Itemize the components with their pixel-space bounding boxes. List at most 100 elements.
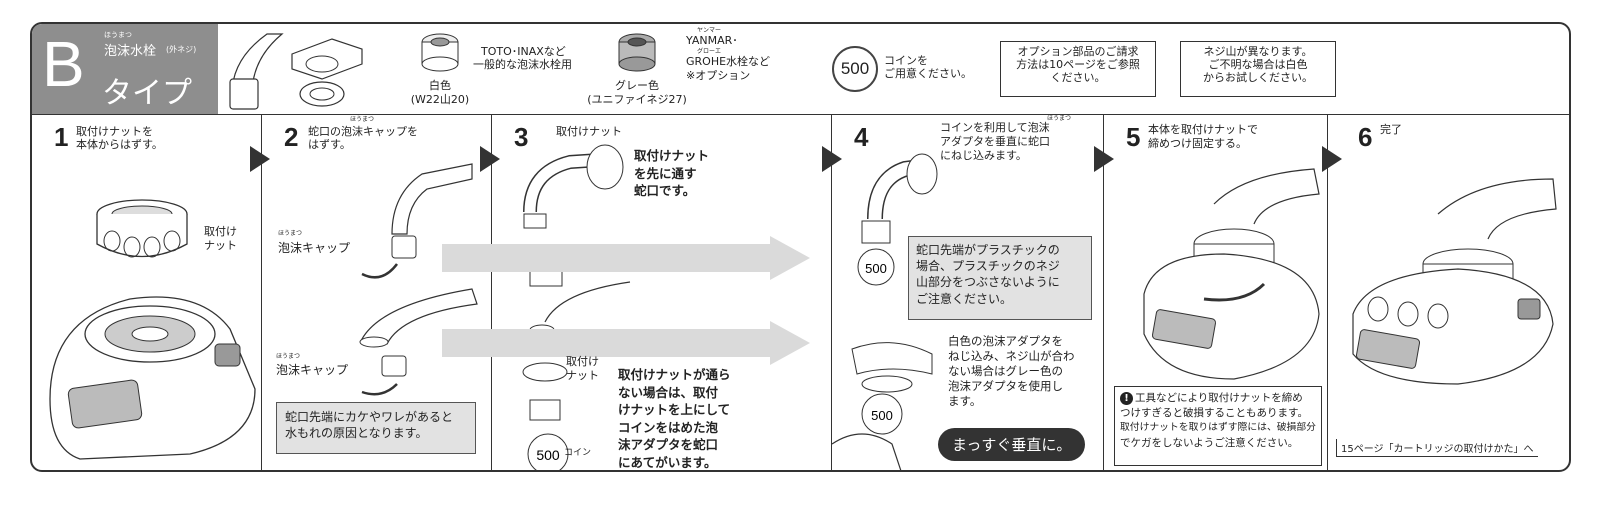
- step-4-text2: 白色の泡沫アダプタを ねじ込み、ネジ山が合わ ない場合はグレー色の 泡沫アダプタ…: [948, 334, 1075, 409]
- step-4-number: 4: [854, 122, 869, 152]
- bold-line: 蛇口です。: [634, 183, 696, 198]
- gray-line2: GROHE水栓など: [686, 55, 771, 68]
- text-line: 白色の泡沫アダプタを: [948, 334, 1063, 348]
- bold-line: ない場合は、取付: [618, 384, 719, 400]
- step-4-text: にねじ込みます。: [940, 149, 1027, 162]
- coin-value: 500: [840, 59, 870, 78]
- step-arrow-5: [1322, 146, 1342, 172]
- gray-ruby1: ヤンマー: [697, 27, 722, 34]
- thread-box-line: からお試しください。: [1203, 71, 1313, 85]
- white-use-line2: 一般的な泡沫水栓用: [473, 58, 572, 71]
- coin-text-line1: コインを: [884, 54, 928, 67]
- bold-line: 沫アダプタを蛇口: [618, 437, 719, 452]
- faucet-parts-illustration: [229, 33, 363, 110]
- step-5-text: 締めつけ固定する。: [1148, 137, 1247, 150]
- step-3-label: ナット: [566, 369, 599, 382]
- gray-color-label: グレー色: [615, 79, 659, 92]
- white-use-line1: TOTO･INAXなど: [481, 45, 566, 58]
- step-6-panel: 6 完了 15ページ「カートリッジの取付けかた」へ: [1328, 114, 1569, 470]
- step-2-ruby: ほうまつ: [350, 116, 375, 123]
- step-arrow-1: [250, 146, 270, 172]
- note-line: 水もれの原因となります。: [285, 426, 428, 441]
- step-arrow-2: [480, 146, 500, 172]
- step-6-text: 完了: [1380, 123, 1402, 136]
- coin-label: コイン: [564, 448, 592, 458]
- step-3-title: 取付けナット: [556, 125, 622, 138]
- text-line: 泡沫アダプタを使用し: [948, 378, 1063, 393]
- note-line: 蛇口先端がプラスチックの: [916, 243, 1060, 257]
- hand-coin-illustration: 500: [831, 342, 933, 470]
- faucet-name: 泡沫水栓: [104, 44, 157, 59]
- step-arrow-3: [822, 146, 842, 172]
- header-row: B ほうまつ 泡沫水栓 (外ネジ) タイプ 白色 (W22山20) TOTO･I…: [32, 24, 1569, 115]
- faucet-cap-illustration-1: [361, 163, 473, 279]
- note-line: 蛇口先端にカケやワレがあると: [285, 410, 454, 424]
- step-1-text: 取付けナットを: [76, 125, 153, 138]
- type-badge: B ほうまつ 泡沫水栓 (外ネジ) タイプ: [32, 24, 218, 114]
- step-1-number: 1: [54, 122, 69, 152]
- step-1-label: 取付け: [204, 225, 237, 238]
- text-line: ねじ込み、ネジ山が合わ: [948, 348, 1075, 363]
- bold-line: にあてがいます。: [618, 454, 717, 470]
- gray-size-label: (ユニファイネジ27): [587, 93, 687, 106]
- cap-ruby: ほうまつ: [276, 353, 301, 360]
- step-2-panel: 2 ほうまつ 蛇口の泡沫キャップを はずす。 ほうまつ 泡沫キャップ ほうまつ …: [262, 114, 492, 470]
- step-arrow-4: [1094, 146, 1114, 172]
- gray-adapter-icon: [618, 33, 656, 72]
- tighten-illustration: [1143, 168, 1320, 380]
- step-1-label: ナット: [204, 239, 237, 252]
- step-2-text: 蛇口の泡沫キャップを: [308, 125, 418, 138]
- white-color-label: 白色: [429, 79, 451, 92]
- type-word: タイプ: [102, 76, 192, 111]
- instruction-panel: B ほうまつ 泡沫水栓 (外ネジ) タイプ 白色 (W22山20) TOTO･I…: [30, 22, 1571, 472]
- cap-label: 泡沫キャップ: [278, 241, 351, 255]
- svg-text:500: 500: [865, 261, 887, 276]
- step-3-bold-1: 取付けナット を先に通す 蛇口です。: [634, 147, 709, 200]
- step-1-text: 本体からはずす。: [76, 138, 163, 151]
- coin-icon: 500: [832, 46, 878, 92]
- white-size-label: (W22山20): [410, 93, 470, 106]
- text-line: ない場合はグレー色の: [948, 363, 1063, 378]
- step-4-text: アダプタを垂直に蛇口: [940, 135, 1050, 148]
- option-parts-box: オプション部品のご請求 方法は10ページをご参照 ください。: [1000, 41, 1156, 97]
- step-3-panel: 3 取付けナット 500 取付けナット を先に通す 蛇口です。 取付け ナット …: [442, 114, 832, 470]
- gray-ruby2: グローエ: [697, 48, 722, 55]
- step-1-panel: 1 取付けナットを 本体からはずす。 取付け ナット: [32, 114, 262, 470]
- svg-text:500: 500: [536, 447, 560, 463]
- step-6-number: 6: [1358, 122, 1373, 152]
- warning-line: 取付けナットを取りはずす際には、破損部分: [1120, 422, 1316, 434]
- option-box-line: ください。: [1050, 71, 1106, 85]
- step-4-text: コインを利用して泡沫: [940, 121, 1050, 134]
- faucet-sub: (外ネジ): [166, 45, 197, 54]
- step-2-text: はずす。: [308, 138, 351, 151]
- step-5-panel: 5 本体を取付けナットで 締めつけ固定する。 !工具などにより取付けナットを締め…: [1104, 114, 1328, 470]
- gray-line1: YANMAR･: [686, 34, 738, 47]
- coin-twist-illustration: 500: [857, 153, 938, 286]
- white-adapter-icon: [421, 33, 459, 72]
- warning-line: つけすぎると破損することもあります。: [1120, 407, 1308, 420]
- note-line: ご注意ください。: [916, 291, 1013, 306]
- insert-arrow-1: [442, 236, 810, 280]
- next-page-link[interactable]: 15ページ「カートリッジの取付けかた」へ: [1336, 439, 1538, 457]
- svg-text:500: 500: [871, 408, 893, 423]
- type-letter: B: [42, 28, 85, 100]
- warning-icon: !: [1120, 392, 1133, 405]
- bold-line: 取付けナットが通ら: [618, 367, 731, 382]
- bold-line: 取付けナット: [634, 148, 710, 163]
- step-4-ruby: ほうまつ: [1047, 115, 1072, 122]
- faucet-cap-illustration-2: [359, 288, 478, 396]
- warning-line: でケガをしないようご注意ください。: [1120, 436, 1299, 449]
- step-3-bold-2: 取付けナットが通ら ない場合は、取付 けナットを上にして コインをはめた泡 沫ア…: [618, 366, 731, 470]
- step-2-number: 2: [284, 122, 299, 152]
- mounting-nut-illustration: [96, 199, 188, 258]
- cap-ruby: ほうまつ: [278, 230, 303, 237]
- option-box-line: オプション部品のご請求: [1017, 45, 1139, 58]
- option-box-line: 方法は10ページをご参照: [1016, 58, 1140, 72]
- step-5-number: 5: [1126, 122, 1141, 152]
- adapter-faucet-illustration: 500: [522, 144, 631, 470]
- step-3-number: 3: [514, 122, 529, 152]
- step-4-note: 蛇口先端がプラスチックの 場合、プラスチックのネジ 山部分をつぶさないように ご…: [908, 236, 1092, 320]
- insert-arrow-2: [442, 321, 810, 365]
- coin-text-line2: ご用意ください。: [884, 67, 972, 80]
- vertical-pill: まっすぐ垂直に。: [938, 428, 1086, 461]
